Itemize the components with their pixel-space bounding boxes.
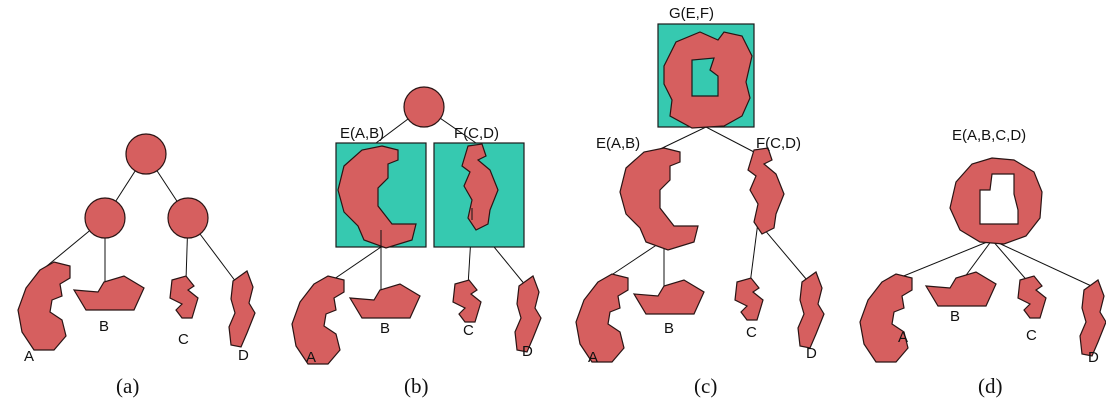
caption-b: (b) (404, 374, 429, 398)
piece-a (291, 275, 345, 365)
piece-b (633, 279, 705, 315)
piece-a (17, 261, 71, 351)
caption-a: (a) (116, 374, 139, 398)
label-eabcd: E(A,B,C,D) (952, 127, 1026, 144)
root-node (125, 133, 167, 175)
label-a: A (24, 348, 34, 365)
label-fcd: F(C,D) (756, 135, 801, 152)
label-a: A (588, 349, 598, 366)
piece-b (73, 275, 145, 311)
right-node (167, 197, 209, 239)
panel-b: E(A,B) F(C,D) A B C D (b) (291, 86, 542, 398)
panel-a: A B C D (a) (17, 133, 256, 398)
label-c: C (746, 324, 757, 341)
label-b: B (664, 320, 674, 337)
label-d: D (522, 343, 533, 360)
caption-c: (c) (694, 374, 717, 398)
piece-b (925, 271, 997, 307)
piece-e (619, 147, 699, 251)
label-fcd: F(C,D) (454, 125, 499, 142)
label-c: C (1026, 327, 1037, 344)
label-d: D (1088, 349, 1099, 366)
piece-d (797, 271, 825, 349)
label-d: D (238, 347, 249, 364)
left-node (84, 197, 126, 239)
piece-a (575, 273, 629, 363)
piece-c (734, 277, 764, 321)
piece-d (1079, 279, 1106, 357)
label-b: B (950, 308, 960, 325)
root-node (403, 86, 445, 128)
label-c: C (178, 331, 189, 348)
label-c: C (463, 322, 474, 339)
piece-c (169, 275, 199, 319)
label-a: A (306, 349, 316, 366)
piece-a (859, 273, 913, 363)
piece-d (228, 270, 256, 348)
piece-c (1017, 275, 1047, 319)
caption-d: (d) (978, 374, 1003, 398)
label-b: B (380, 320, 390, 337)
label-eab: E(A,B) (596, 135, 640, 152)
piece-d (514, 275, 542, 353)
label-gef: G(E,F) (669, 5, 714, 22)
panel-c: G(E,F) E(A,B) F(C,D) A B C D (c) (575, 5, 825, 398)
label-eab: E(A,B) (340, 125, 384, 142)
label-d: D (806, 345, 817, 362)
piece-c (452, 279, 482, 323)
panel-d: E(A,B,C,D) A B C D (d) (859, 127, 1106, 398)
label-a: A (898, 329, 908, 346)
piece-f (747, 147, 785, 235)
label-b: B (99, 318, 109, 335)
piece-b (349, 283, 421, 319)
